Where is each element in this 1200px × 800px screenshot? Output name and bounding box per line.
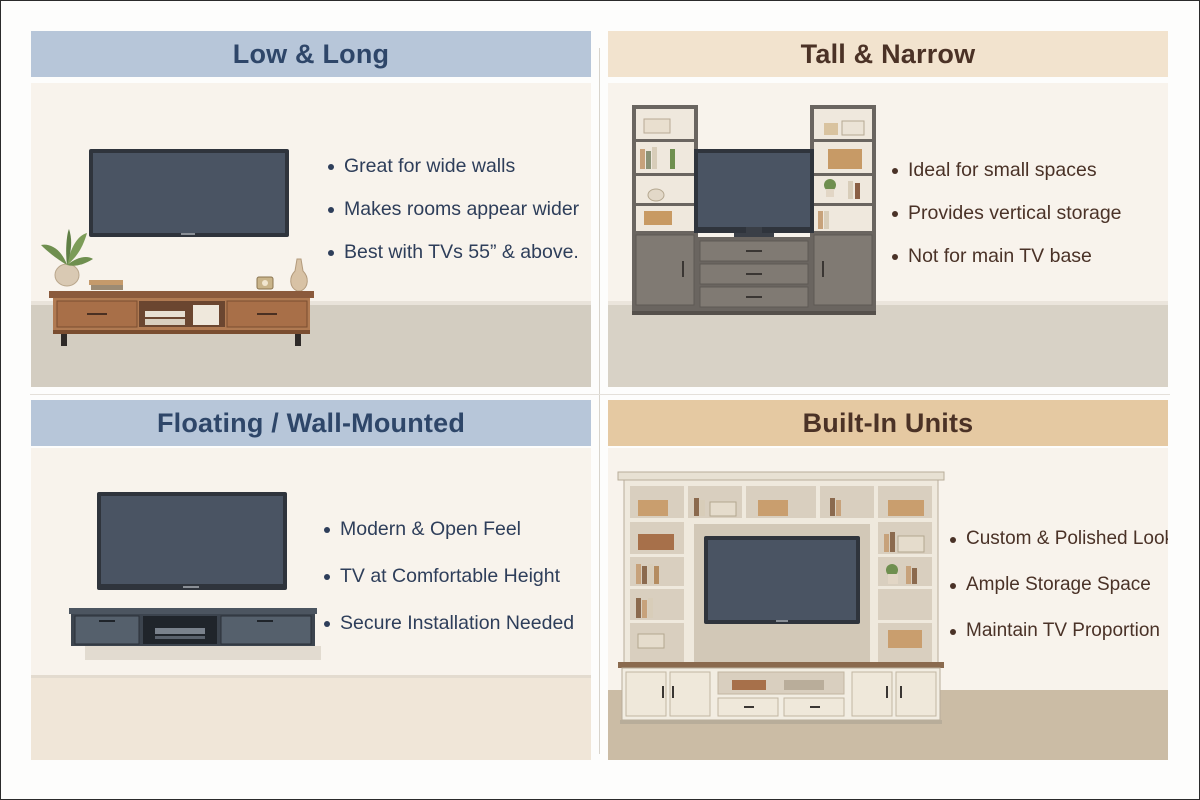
panel-title: Tall & Narrow <box>608 31 1168 77</box>
panel-floating: Floating / Wall-Mounted <box>31 400 591 776</box>
panel-title: Low & Long <box>31 31 591 77</box>
baseboard <box>31 675 591 678</box>
tv-icon <box>694 149 814 237</box>
panel-title: Built-In Units <box>608 400 1168 446</box>
list-item: Best with TVs 55” & above. <box>326 241 579 264</box>
tv-icon <box>97 492 287 590</box>
tv-icon <box>704 536 860 624</box>
left-tower <box>632 105 698 315</box>
right-tower <box>810 105 876 315</box>
list-item: Custom & Polished Look <box>948 528 1168 550</box>
list-item: Maintain TV Proportion <box>948 620 1168 642</box>
list-item: Ample Storage Space <box>948 574 1168 596</box>
panel-tall-narrow: Tall & Narrow <box>608 31 1168 407</box>
plant-icon <box>41 229 93 287</box>
room-scene: Ideal for small spaces Provides vertical… <box>608 83 1168 387</box>
list-item: Secure Installation Needed <box>322 612 574 635</box>
baseboard <box>608 301 1168 305</box>
feature-list: Great for wide walls Makes rooms appear … <box>326 155 579 264</box>
room-scene: Custom & Polished Look Ample Storage Spa… <box>608 448 1168 760</box>
panel-title: Floating / Wall-Mounted <box>31 400 591 446</box>
built-in-unit-illustration <box>617 471 945 724</box>
low-long-console-illustration <box>41 149 314 346</box>
tv-icon <box>89 149 289 237</box>
list-item: Ideal for small spaces <box>890 159 1122 182</box>
list-item: Provides vertical storage <box>890 202 1122 225</box>
room-scene: Great for wide walls Makes rooms appear … <box>31 83 591 387</box>
list-item: Makes rooms appear wider <box>326 198 579 221</box>
center-cabinet <box>696 237 812 315</box>
feature-list: Modern & Open Feel TV at Comfortable Hei… <box>322 518 574 635</box>
built-in-unit <box>617 471 945 724</box>
floating-console-illustration <box>69 492 321 660</box>
feature-list: Ideal for small spaces Provides vertical… <box>890 159 1122 268</box>
list-item: Modern & Open Feel <box>322 518 574 541</box>
tall-narrow-illustration <box>632 105 876 315</box>
vertical-divider <box>599 48 600 754</box>
panel-built-in: Built-In Units <box>608 400 1168 776</box>
panel-low-long: Low & Long <box>31 31 591 407</box>
floor <box>31 678 591 760</box>
feature-list: Custom & Polished Look Ample Storage Spa… <box>948 528 1168 642</box>
room-scene: Modern & Open Feel TV at Comfortable Hei… <box>31 448 591 760</box>
floor <box>608 305 1168 387</box>
list-item: Great for wide walls <box>326 155 579 178</box>
baseboard <box>31 301 591 305</box>
floating-console <box>69 608 317 646</box>
list-item: Not for main TV base <box>890 245 1122 268</box>
list-item: TV at Comfortable Height <box>322 565 574 588</box>
tv-console <box>49 291 314 346</box>
horizontal-divider <box>30 394 1170 395</box>
